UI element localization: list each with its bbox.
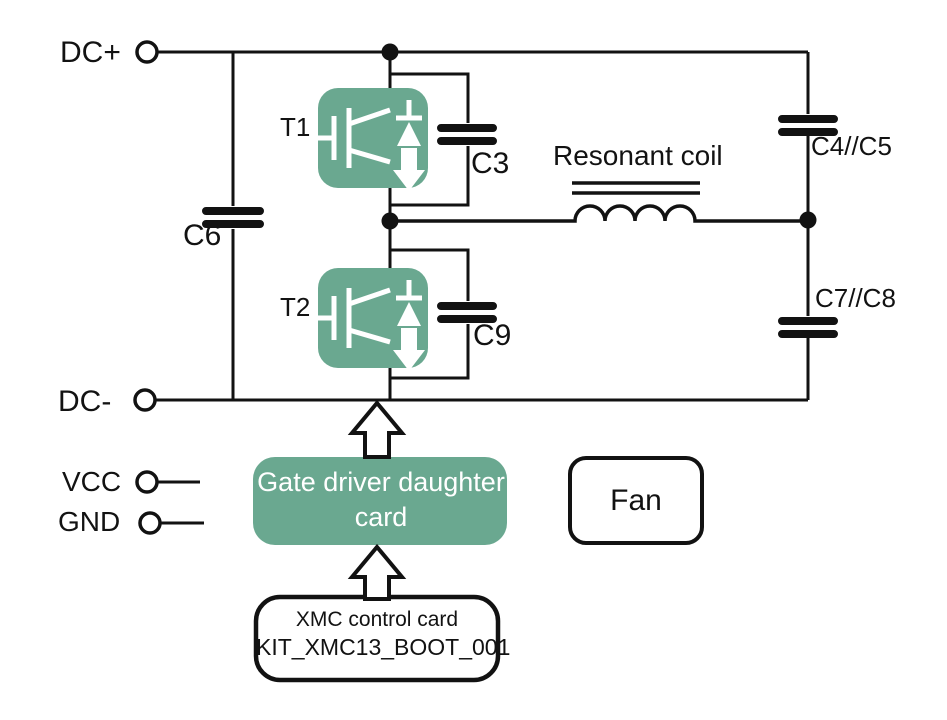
capacitor-c4c5 [778,115,838,136]
dc-plus-terminal [135,40,159,64]
xmc-card-title: XMC control card [295,608,459,631]
wire-c3-loop [390,72,470,207]
igbt-t1-collector [348,107,391,127]
gnd-label: GND [58,506,121,537]
arrow-layer [347,399,407,601]
resonant-coil-label: Resonant coil [553,140,723,171]
capacitor-c9 [437,302,497,323]
junction-dot-midpoint [381,212,399,230]
vcc-label: VCC [62,466,122,497]
resonant-coil-inductor [390,204,808,223]
igbt-t2-diode-triangle [397,302,421,326]
igbt-t2-emitter [348,327,391,345]
igbt-t2-collector [348,287,391,307]
gate-driver-card-label-line1: Gate driver daughter [257,467,505,497]
gate-driver-card-label: Gate driver daughter card [241,465,521,534]
resonant-coil-core-lines [572,181,700,195]
wire-layer [155,50,810,525]
capacitor-c6 [202,207,264,228]
c3-label: C3 [471,147,510,180]
c6-label: C6 [183,219,222,252]
igbt-t1-emitter [348,147,391,165]
c9-label: C9 [473,319,512,352]
fan-label: Fan [610,483,662,517]
igbt-t2-body [318,268,428,368]
terminal-layer [133,40,162,535]
fan-box [568,456,704,545]
capacitor-c7c8 [778,317,838,338]
vcc-terminal [135,470,159,494]
capacitor-c3 [437,124,497,145]
up-arrow-xmc-to-gate-driver-icon [347,543,407,601]
t1-label: T1 [280,112,311,142]
gate-driver-card-box [253,457,507,545]
igbt-module-t2 [318,268,428,371]
dc-plus-label: DC+ [60,36,121,69]
xmc-card-part-number: KIT_XMC13_BOOT_001 [256,634,511,661]
c7c8-label: C7//C8 [815,283,896,313]
igbt-t1-diode-cathode [396,100,422,121]
igbt-t2-current-arrow-icon [393,328,425,371]
gnd-terminal [138,511,162,535]
junction-dot-top [381,43,399,61]
igbt-module-t1 [318,88,428,191]
xmc-control-card-label: XMC control card KIT_XMC13_BOOT_001 [256,607,511,662]
dc-minus-terminal [133,388,157,412]
wire-c9-loop [390,248,470,380]
capacitor-layer [202,115,838,338]
igbt-t2-diode-cathode [396,280,422,301]
up-arrow-gate-driver-to-bridge-icon [347,399,407,459]
dc-minus-label: DC- [58,385,112,418]
igbt-t1-body [318,88,428,188]
c4c5-label: C4//C5 [811,131,892,161]
junction-dot-right [799,211,817,229]
igbt-t1-current-arrow-icon [393,148,425,191]
t2-label: T2 [280,292,311,322]
junction-layer [381,43,817,230]
gate-driver-card-label-line2: card [354,501,408,532]
igbt-t2-symbol [318,280,422,348]
igbt-t1-diode-triangle [397,122,421,146]
igbt-t1-symbol [318,100,422,168]
